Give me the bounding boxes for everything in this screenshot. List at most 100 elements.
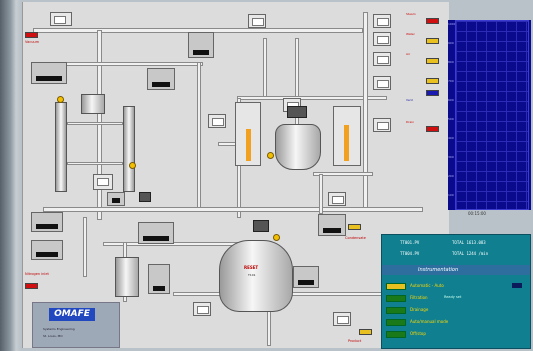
trend-time-label: 00:15:00 <box>468 211 486 216</box>
gauge-fill <box>245 129 251 161</box>
connector-cap[interactable] <box>426 18 439 24</box>
pipe <box>83 217 87 277</box>
readout-value: TOTAL 1613.083 <box>452 240 486 245</box>
company-logo-box: OMAFE Systems Engineering St. Louis, MO <box>32 302 120 348</box>
valve-icon[interactable] <box>373 14 391 28</box>
connector-cap[interactable] <box>25 32 38 38</box>
pipe <box>319 174 323 214</box>
valve-icon[interactable] <box>93 174 113 190</box>
tank-label: RESET <box>244 265 259 270</box>
display-value <box>36 76 62 81</box>
trend-chart-plot[interactable] <box>455 20 529 210</box>
valve-icon[interactable] <box>50 12 72 26</box>
level-gauge <box>235 102 261 166</box>
legend-label: Filtration <box>410 295 428 300</box>
value-display[interactable] <box>188 32 214 58</box>
pipe <box>363 12 368 212</box>
valve-icon[interactable] <box>193 302 211 316</box>
legend-item[interactable]: Filtration Ready set <box>386 295 526 302</box>
gauge-fill <box>344 125 350 161</box>
value-display[interactable] <box>31 212 63 232</box>
pipe <box>43 207 423 212</box>
connector-cap[interactable] <box>426 90 439 96</box>
legend-aux: Ready set <box>444 295 462 299</box>
utility-tag: Drain <box>406 120 415 124</box>
filter-vessel <box>115 257 139 297</box>
distillation-column <box>123 106 135 192</box>
pipe <box>97 30 102 220</box>
legend-header: Instrumentation <box>382 265 530 275</box>
status-indicator-icon <box>129 162 136 169</box>
pump-icon <box>139 192 151 202</box>
trend-tick: 700 <box>448 79 454 83</box>
legend-indicator <box>512 283 522 288</box>
pipe <box>263 38 267 98</box>
connector-cap[interactable] <box>426 78 439 84</box>
connector-cap[interactable] <box>426 126 439 132</box>
valve-icon[interactable] <box>333 312 351 326</box>
legend-item[interactable]: Drainage <box>386 307 526 314</box>
legend-label: Drainage <box>410 307 429 312</box>
valve-icon[interactable] <box>373 52 391 66</box>
logo-subtitle: Systems Engineering <box>43 327 75 331</box>
valve-icon[interactable] <box>373 76 391 90</box>
value-display[interactable] <box>31 240 63 260</box>
valve-icon[interactable] <box>208 114 226 128</box>
agitator-motor-icon <box>287 106 307 118</box>
trend-tick: 600 <box>448 98 454 102</box>
legend-swatch <box>386 307 406 314</box>
distillation-column <box>55 102 67 192</box>
connector-cap[interactable] <box>426 38 439 44</box>
display-value <box>193 50 209 55</box>
vacuum-label: Vacuum <box>25 40 40 44</box>
condensate-label: Condensate <box>345 236 366 240</box>
logo-subtitle: St. Louis, MO <box>43 334 63 338</box>
readout-id: TT004.PV <box>400 251 420 256</box>
legend-label: Automatic - Auto <box>410 283 444 288</box>
valve-icon[interactable] <box>373 118 391 132</box>
reboiler <box>81 94 105 114</box>
connector-cap[interactable] <box>348 224 361 230</box>
utility-tag: Air <box>406 52 411 56</box>
status-indicator-icon <box>273 234 280 241</box>
connector-cap[interactable] <box>25 283 38 289</box>
legend-label: Off/stop <box>410 331 426 336</box>
legend-panel: TT001.PV TOTAL 1613.083 TT004.PV TOTAL 1… <box>381 234 531 349</box>
reactor-vessel <box>275 124 321 170</box>
readout-id: TT001.PV <box>400 240 420 245</box>
value-display[interactable] <box>147 68 175 90</box>
valve-icon[interactable] <box>373 32 391 46</box>
legend-item[interactable]: Off/stop <box>386 331 526 338</box>
legend-swatch <box>386 295 406 302</box>
value-display[interactable] <box>138 222 174 244</box>
readout-value: TOTAL 1244 /min <box>452 251 489 256</box>
value-display[interactable] <box>293 266 319 288</box>
connector-cap[interactable] <box>359 329 372 335</box>
trend-tick: 1000 <box>448 22 456 26</box>
legend-item[interactable]: Auto/manual mode <box>386 319 526 326</box>
utility-tag: Vent <box>406 98 413 102</box>
valve-icon[interactable] <box>248 14 266 28</box>
level-gauge <box>333 106 361 166</box>
company-logo: OMAFE <box>49 308 95 321</box>
display-value <box>143 236 169 241</box>
display-value <box>323 228 341 233</box>
value-display[interactable] <box>107 192 125 206</box>
trend-tick: 200 <box>448 174 454 178</box>
display-value <box>36 252 58 257</box>
value-display[interactable] <box>318 214 346 236</box>
status-indicator-icon <box>267 152 274 159</box>
storage-tank: RESET T101 <box>219 240 293 312</box>
value-display[interactable] <box>148 264 170 294</box>
legend-swatch <box>386 319 406 326</box>
trend-tick: 300 <box>448 155 454 159</box>
display-value <box>153 286 165 291</box>
product-label: Product <box>348 339 362 343</box>
legend-item[interactable]: Automatic - Auto <box>386 283 526 290</box>
display-value <box>152 82 170 87</box>
legend-swatch <box>386 283 406 290</box>
valve-icon[interactable] <box>328 192 346 206</box>
connector-cap[interactable] <box>426 58 439 64</box>
value-display[interactable] <box>31 62 67 84</box>
trend-tick: 500 <box>448 117 454 121</box>
